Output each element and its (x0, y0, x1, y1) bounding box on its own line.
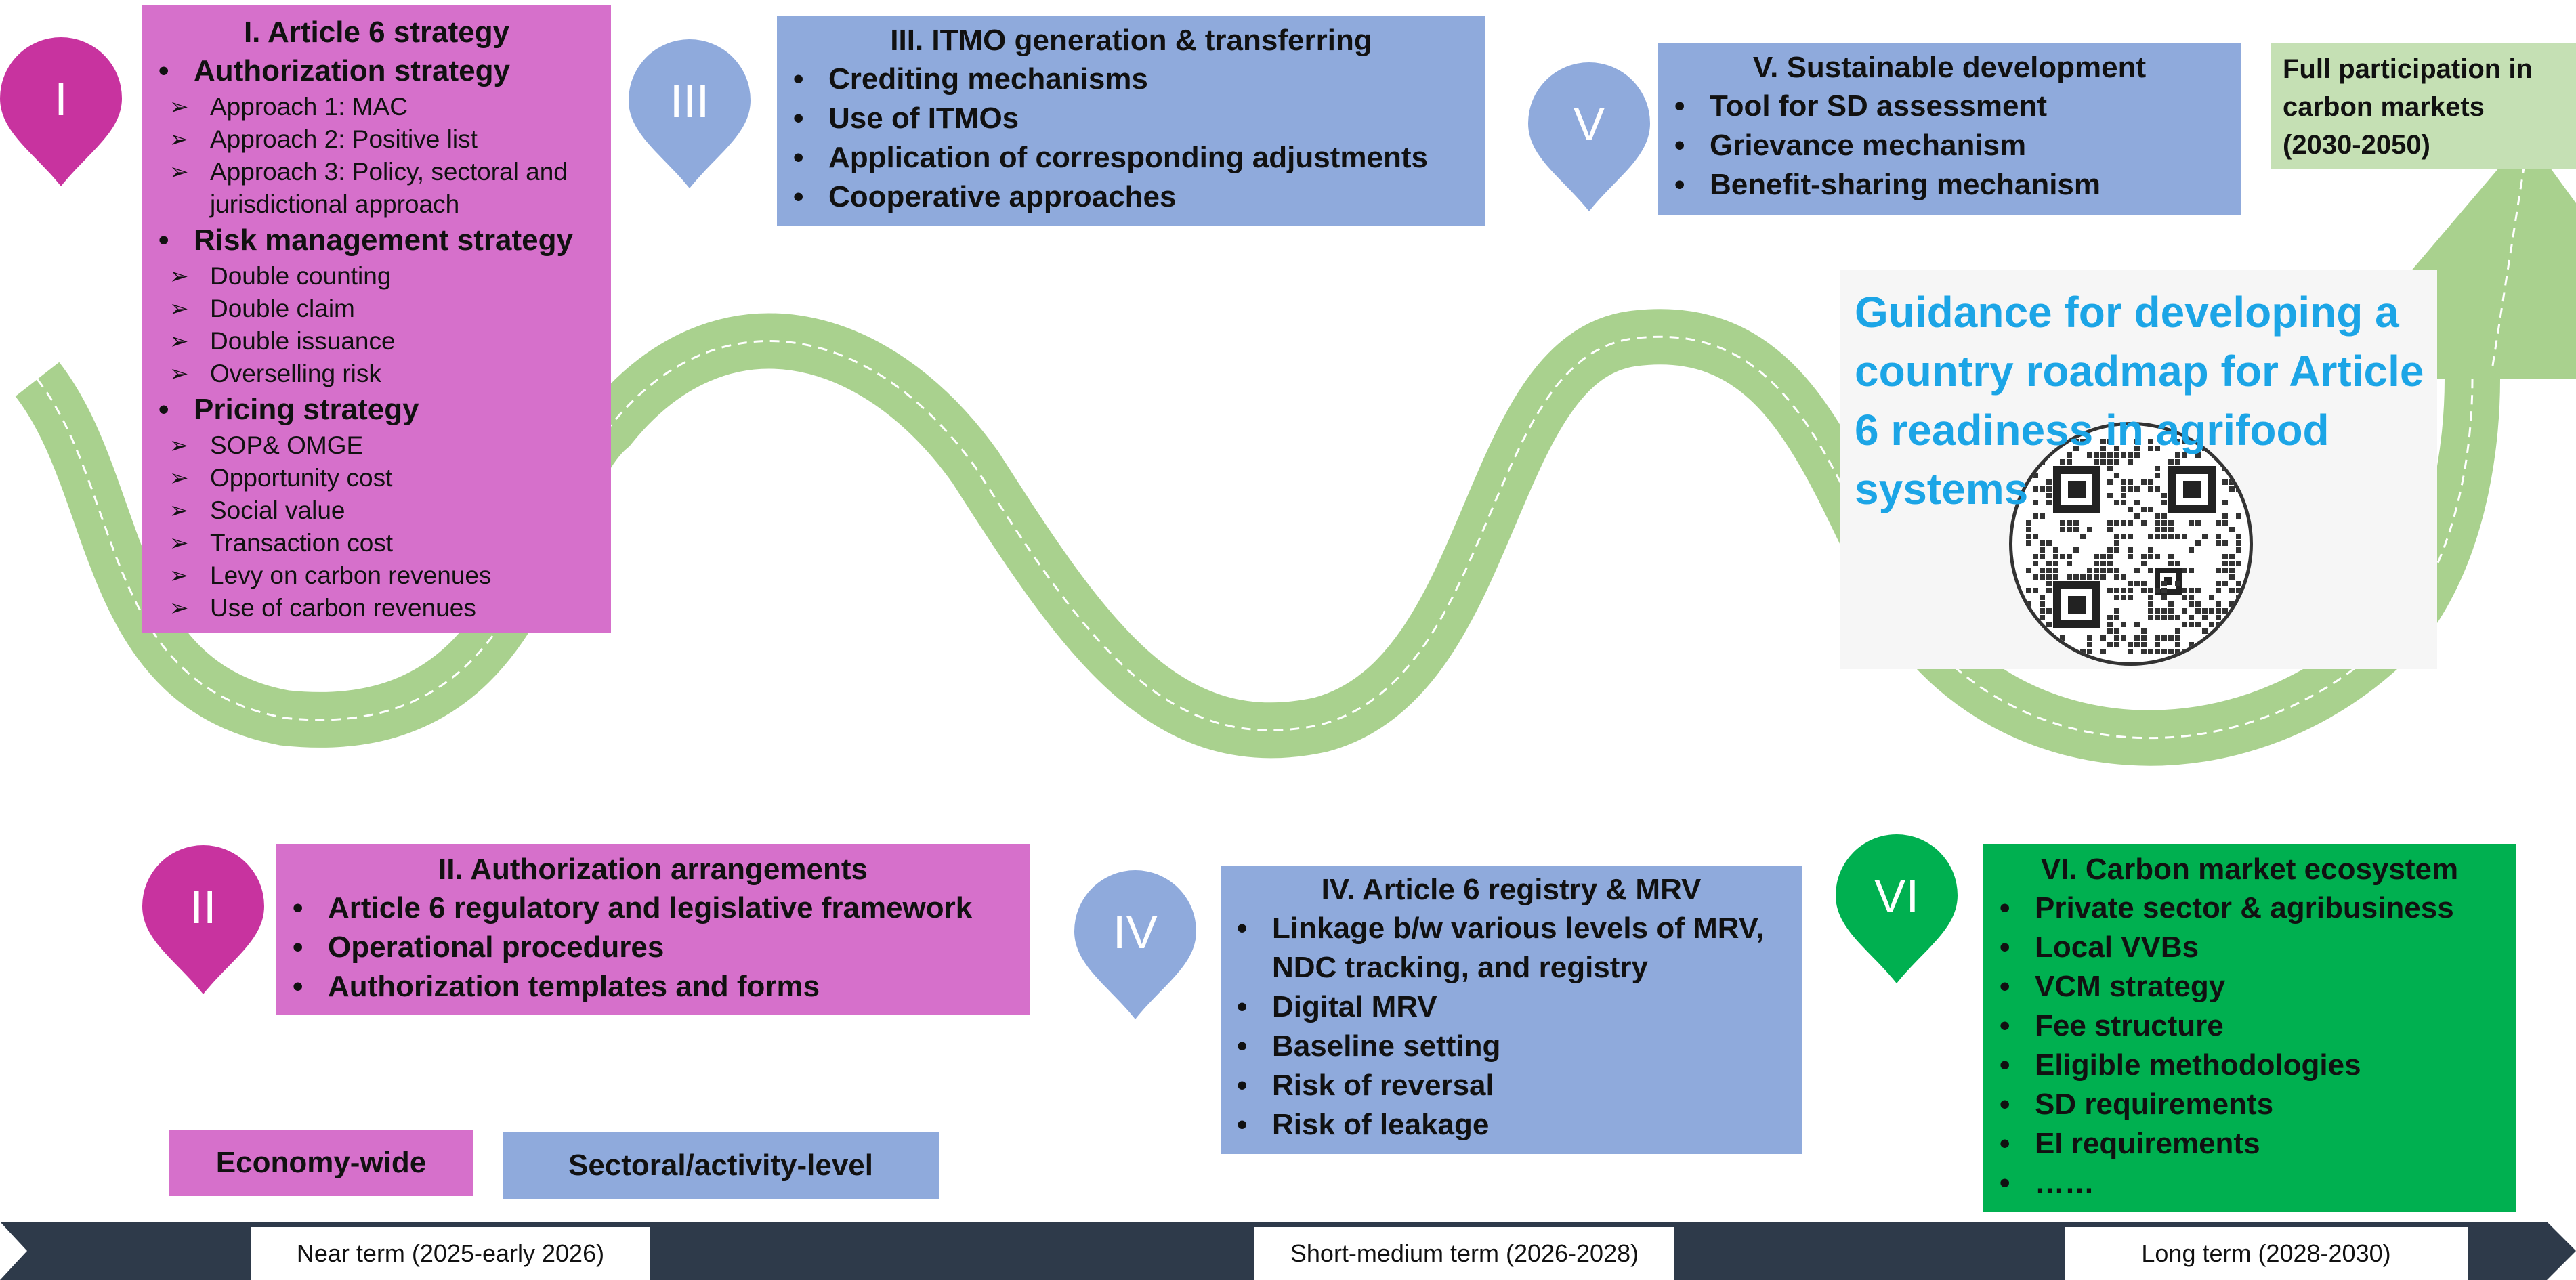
list-item: Eligible methodologies (1997, 1046, 2502, 1085)
list-item: Approach 2: Positive list (156, 123, 597, 156)
timeline-near-term: Near term (2025-early 2026) (251, 1227, 650, 1280)
list-item: Application of corresponding adjustments (790, 138, 1472, 177)
section-registry-mrv: IV. Article 6 registry & MRV Linkage b/w… (1221, 866, 1802, 1154)
marker-ii: II (142, 845, 264, 994)
marker-i: I (0, 37, 122, 186)
list-item: Benefit-sharing mechanism (1672, 165, 2227, 205)
list-item: Cooperative approaches (790, 177, 1472, 217)
section-itmo-generation: III. ITMO generation & transferring Cred… (777, 16, 1485, 226)
timeline-long-term: Long term (2028-2030) (2065, 1227, 2468, 1280)
legend-economy-wide: Economy-wide (169, 1130, 473, 1196)
list-item: Local VVBs (1997, 928, 2502, 967)
section-authorization-arrangements: II. Authorization arrangements Article 6… (276, 844, 1030, 1015)
guidance-title: Guidance for developing a country roadma… (1855, 288, 2424, 513)
list-item: Crediting mechanisms (790, 60, 1472, 99)
list-item: Private sector & agribusiness (1997, 889, 2502, 928)
group-heading: Authorization strategy (156, 51, 597, 91)
list-item: jurisdictional approach (210, 190, 460, 218)
list-item: VCM strategy (1997, 967, 2502, 1006)
list-item: Baseline setting (1234, 1027, 1788, 1066)
guidance-panel: Guidance for developing a country roadma… (1840, 270, 2437, 669)
list-item: Operational procedures (290, 928, 1016, 967)
list-item: Approach 1: MAC (156, 91, 597, 123)
marker-vi: VI (1836, 834, 1958, 983)
list-item: Grievance mechanism (1672, 126, 2227, 165)
list-item-continuation: NDC tracking, and registry (1272, 951, 1649, 984)
section-carbon-market-ecosystem: VI. Carbon market ecosystem Private sect… (1983, 844, 2516, 1212)
goal-box: Full participation in carbon markets (20… (2271, 43, 2576, 169)
section-title: V. Sustainable development (1752, 51, 2147, 84)
list-item: Tool for SD assessment (1672, 87, 2227, 126)
group-heading: Risk management strategy (156, 221, 597, 260)
goal-text: Full participation in carbon markets (20… (2283, 54, 2533, 160)
list-item: Authorization templates and forms (290, 967, 1016, 1006)
marker-v: V (1528, 62, 1650, 211)
list-item: Overselling risk (156, 358, 597, 390)
list-item: Fee structure (1997, 1006, 2502, 1046)
list-item: EI requirements (1997, 1124, 2502, 1164)
list-item: …… (1997, 1164, 2502, 1203)
list-item: Approach 3: Policy, sectoral and (156, 156, 597, 188)
group-heading: Pricing strategy (156, 390, 597, 429)
list-item: Use of ITMOs (790, 99, 1472, 138)
list-item: Double issuance (156, 325, 597, 358)
list-item: Levy on carbon revenues (156, 559, 597, 592)
section-sustainable-development: V. Sustainable development Tool for SD a… (1658, 43, 2241, 215)
list-item: SD requirements (1997, 1085, 2502, 1124)
arrow-dashed-line (2491, 158, 2527, 366)
section-article6-strategy: I. Article 6 strategy Authorization stra… (142, 5, 611, 633)
list-item: Transaction cost (156, 527, 597, 559)
legend-sectoral-activity-level: Sectoral/activity-level (503, 1132, 939, 1199)
section-title: II. Authorization arrangements (438, 853, 868, 886)
road-dashed-line (36, 335, 2474, 740)
marker-iii: III (629, 39, 751, 188)
section-title: III. ITMO generation & transferring (890, 24, 1372, 57)
marker-iv: IV (1074, 870, 1196, 1019)
list-item: Linkage b/w various levels of MRV, (1234, 909, 1788, 948)
section-title: IV. Article 6 registry & MRV (1321, 873, 1702, 906)
timeline-short-medium-term: Short-medium term (2026-2028) (1254, 1227, 1674, 1280)
list-item: Double claim (156, 293, 597, 325)
section-title: VI. Carbon market ecosystem (2040, 853, 2459, 886)
list-item: Double counting (156, 260, 597, 293)
list-item: Use of carbon revenues (156, 592, 597, 624)
section-title: I. Article 6 strategy (243, 16, 510, 49)
list-item: Article 6 regulatory and legislative fra… (290, 889, 1016, 928)
list-item: SOP& OMGE (156, 429, 597, 462)
list-item: Opportunity cost (156, 462, 597, 494)
list-item: Digital MRV (1234, 987, 1788, 1027)
list-item: Risk of reversal (1234, 1066, 1788, 1105)
list-item: Social value (156, 494, 597, 527)
list-item: Risk of leakage (1234, 1105, 1788, 1145)
